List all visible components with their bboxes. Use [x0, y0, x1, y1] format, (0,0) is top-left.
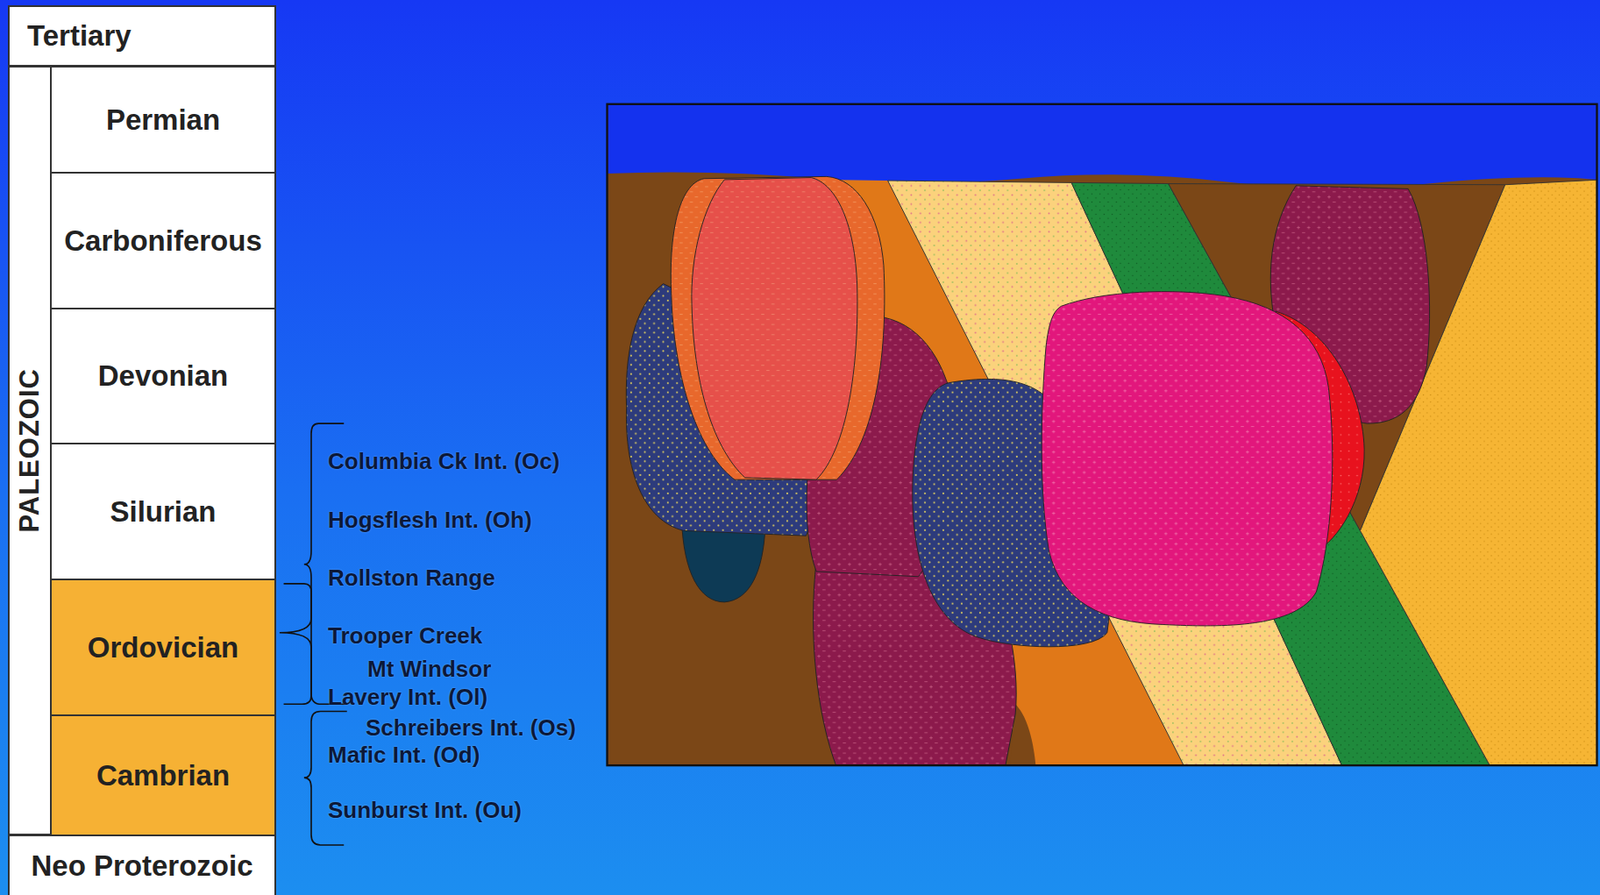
- unit-label: Lavery Int. (Ol): [327, 684, 488, 712]
- period-name: Cambrian: [96, 759, 230, 793]
- period-box: Tertiary: [7, 5, 277, 67]
- unit-label: Mafic Int. (Od): [327, 742, 480, 769]
- period-name: Devonian: [98, 359, 229, 393]
- period-name: Neo Proterozoic: [30, 849, 253, 883]
- period-box: Neo Proterozoic: [7, 834, 277, 895]
- period-name: Ordovician: [87, 631, 239, 665]
- period-name: Carboniferous: [64, 224, 263, 258]
- unit-label: Trooper Creek: [327, 623, 483, 650]
- unit-label: Hogsflesh Int. (Oh): [327, 507, 533, 534]
- period-box: Cambrian: [49, 714, 277, 837]
- era-name: PALEOZOIC: [14, 368, 46, 534]
- unit-label: Mt Windsor: [367, 656, 491, 683]
- period-box: Carboniferous: [49, 171, 277, 310]
- unit-label: Sunburst Int. (Ou): [327, 797, 522, 825]
- period-name: Permian: [106, 103, 221, 137]
- period-box: Silurian: [49, 442, 277, 581]
- period-box: Permian: [49, 65, 277, 174]
- era-band: PALEOZOIC: [7, 65, 52, 836]
- cross-section: [607, 104, 1598, 766]
- period-box: Ordovician: [49, 578, 277, 717]
- period-name: Silurian: [109, 495, 216, 529]
- unit-label: Columbia Ck Int. (Oc): [327, 448, 560, 476]
- unit-label: Rollston Range: [327, 565, 496, 592]
- unit-label: Schreibers Int. (Os): [365, 715, 576, 742]
- period-box: Devonian: [49, 307, 277, 445]
- period-name: Tertiary: [27, 19, 132, 53]
